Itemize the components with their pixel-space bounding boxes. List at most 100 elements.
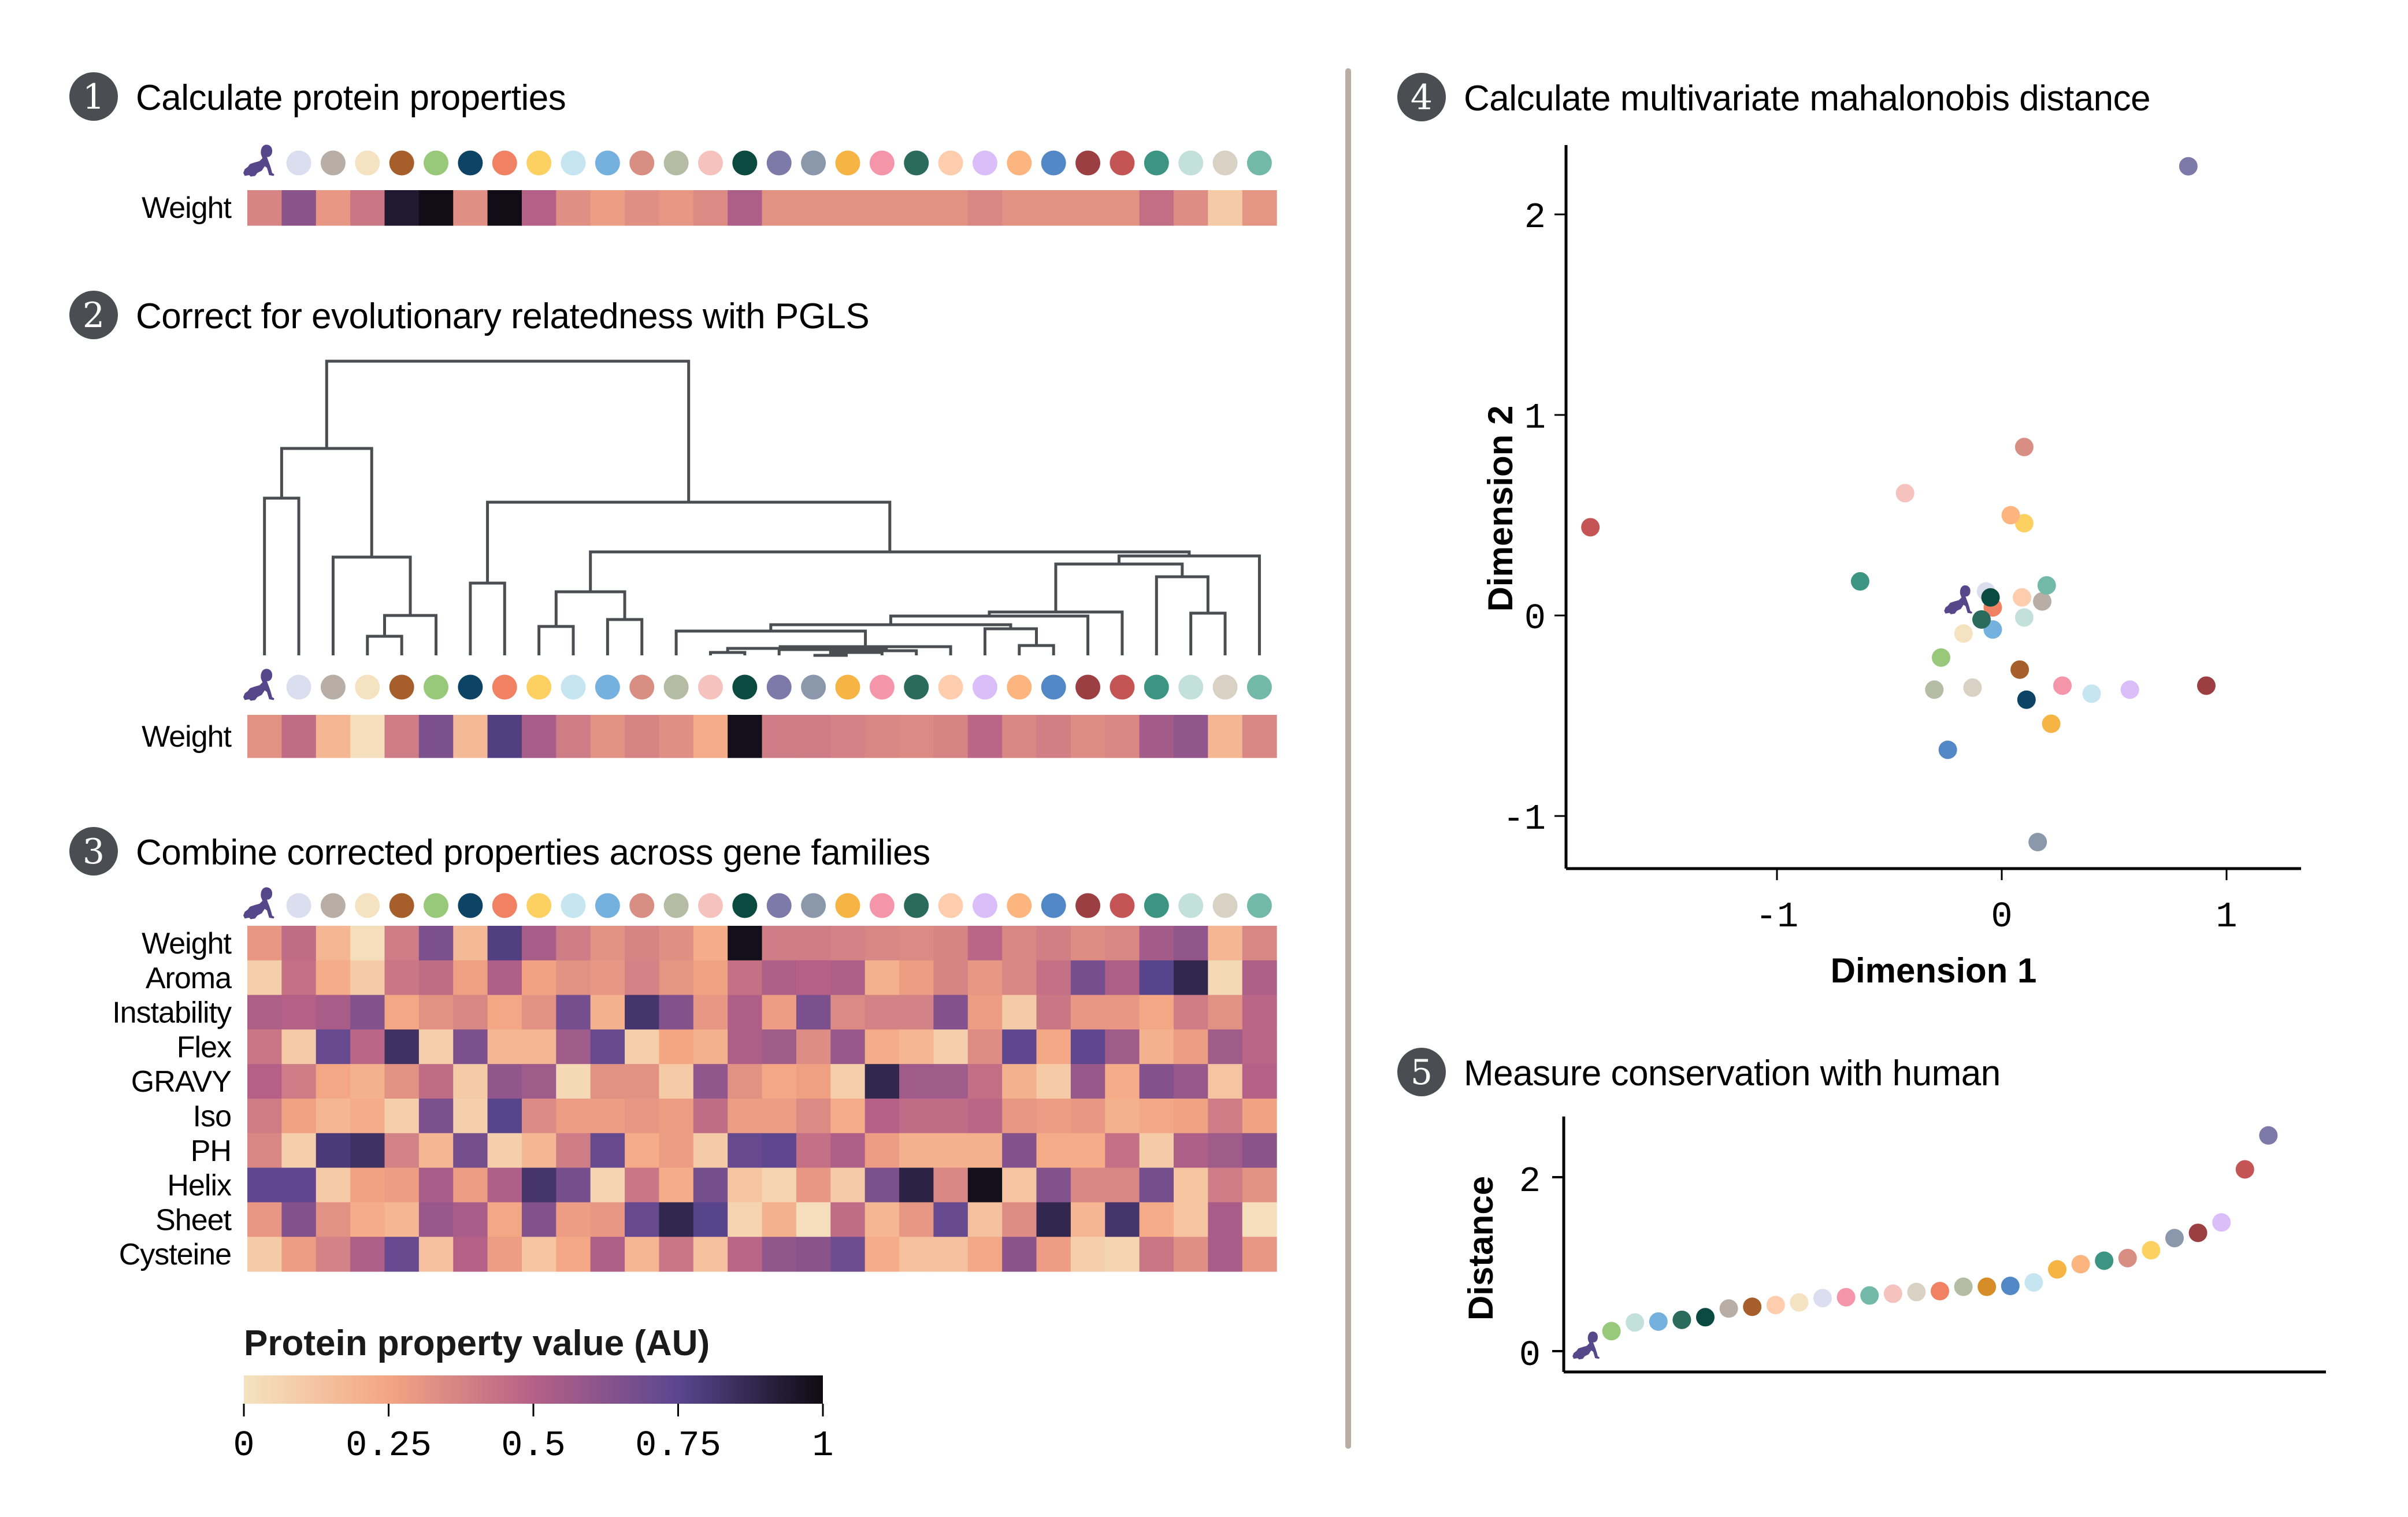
heatmap-cell [933,926,969,961]
heatmap-cell [1036,995,1071,1030]
panel-1-header: 1 Calculate protein properties [69,72,566,121]
heatmap-cell [762,1099,797,1134]
heatmap-cell [1173,995,1208,1030]
heatmap-cell [1139,190,1174,226]
heatmap-cell [316,1099,351,1134]
heatmap-cell [350,1237,385,1272]
species-dot [1041,150,1066,176]
tree-branch [708,651,747,655]
scatter-point [1954,624,1973,643]
heatmap-cell [1105,1133,1140,1169]
heatmap-cell [521,190,556,226]
heatmap-cell [933,1099,969,1134]
heatmap-cell [247,1202,282,1237]
heatmap-cell [830,1167,866,1203]
species-dot [561,893,586,918]
distance-point [1883,1284,1902,1303]
species-dot [1075,150,1101,176]
species-dot [766,150,792,176]
species-dot [766,674,792,700]
heatmap-cell [350,1099,385,1134]
heatmap-cell [1002,1202,1037,1237]
heatmap-cell [693,1099,728,1134]
heatmap-cell [247,1064,282,1099]
heatmap-cell [762,1064,797,1099]
heatmap-cell [418,1029,454,1065]
panel-1-title: Calculate protein properties [136,78,566,118]
heatmap-cell [1173,1167,1208,1203]
heatmap-cell [590,960,625,996]
step-badge-5 [1397,1048,1446,1096]
panel-3-header: 3 Combine corrected properties across ge… [69,827,930,876]
heatmap-cell [521,1029,556,1065]
heatmap-cell [659,715,694,758]
heatmap-cell [762,995,797,1030]
heatmap-cell [1105,715,1140,758]
heatmap-cell [864,1202,900,1237]
row-label-sheet: Sheet [155,1203,232,1237]
species-dot [389,893,414,918]
heatmap-cell [521,1202,556,1237]
tree-branch [280,447,373,557]
heatmap-cell [1208,715,1243,758]
species-dot [732,893,758,918]
heatmap-cell [1139,1029,1174,1065]
heatmap-cell [418,960,454,996]
heatmap-cell [625,1167,660,1203]
heatmap-cell [967,1237,1003,1272]
heatmap-cell [864,1167,900,1203]
heatmap-cell [796,1202,831,1237]
scatter-point [2033,592,2052,611]
species-dot [697,893,723,918]
heatmap-cell [762,1167,797,1203]
species-dot [1075,674,1101,700]
heatmap-cell [933,1202,969,1237]
tree-branch [1155,575,1209,655]
heatmap-cell [316,1167,351,1203]
heatmap-cell [1208,1202,1243,1237]
heatmap-cell [830,1029,866,1065]
heatmap-cell [864,1133,900,1169]
heatmap-cell [967,190,1003,226]
species-dot [697,674,723,700]
tree-branch [331,555,412,655]
heatmap-cell [1036,960,1071,996]
y-axis-title: Distance [1461,1176,1500,1321]
heatmap-cell [899,1133,934,1169]
heatmap-cell [693,926,728,961]
heatmap-cell [247,1099,282,1134]
tree-branch [366,635,403,655]
heatmap-cell [1002,1099,1037,1134]
heatmap-cell [521,1064,556,1099]
heatmap-cell [521,1237,556,1272]
heatmap-cell [487,926,522,961]
heatmap-cell [1070,1202,1105,1237]
heatmap-cell [1105,960,1140,996]
heatmap-cell [1242,960,1277,996]
heatmap-cell [487,1029,522,1065]
heatmap-cell [350,1133,385,1169]
heatmap-cell [487,1237,522,1272]
scatter-point [2028,833,2047,852]
species-dot [389,674,414,700]
heatmap-cell [625,1133,660,1169]
scatter-point [1972,610,1991,629]
heatmap-cell [350,1029,385,1065]
distance-point [2235,1160,2254,1179]
heatmap-cell [762,1029,797,1065]
heatmap-cell [864,1099,900,1134]
heatmap-cell [693,1202,728,1237]
heatmap-cell [1208,960,1243,996]
y-tick-label: 1 [1524,398,1546,439]
heatmap-cell [796,1133,831,1169]
heatmap-cell [521,960,556,996]
heatmap-cell [487,715,522,758]
heatmap-cell [796,960,831,996]
heatmap-cell [316,715,351,758]
heatmap-cell [247,1167,282,1203]
tree-branch [1189,611,1227,655]
heatmap-cell [967,960,1003,996]
y-axis-title: Dimension 2 [1481,406,1520,612]
heatmap-cell [625,960,660,996]
